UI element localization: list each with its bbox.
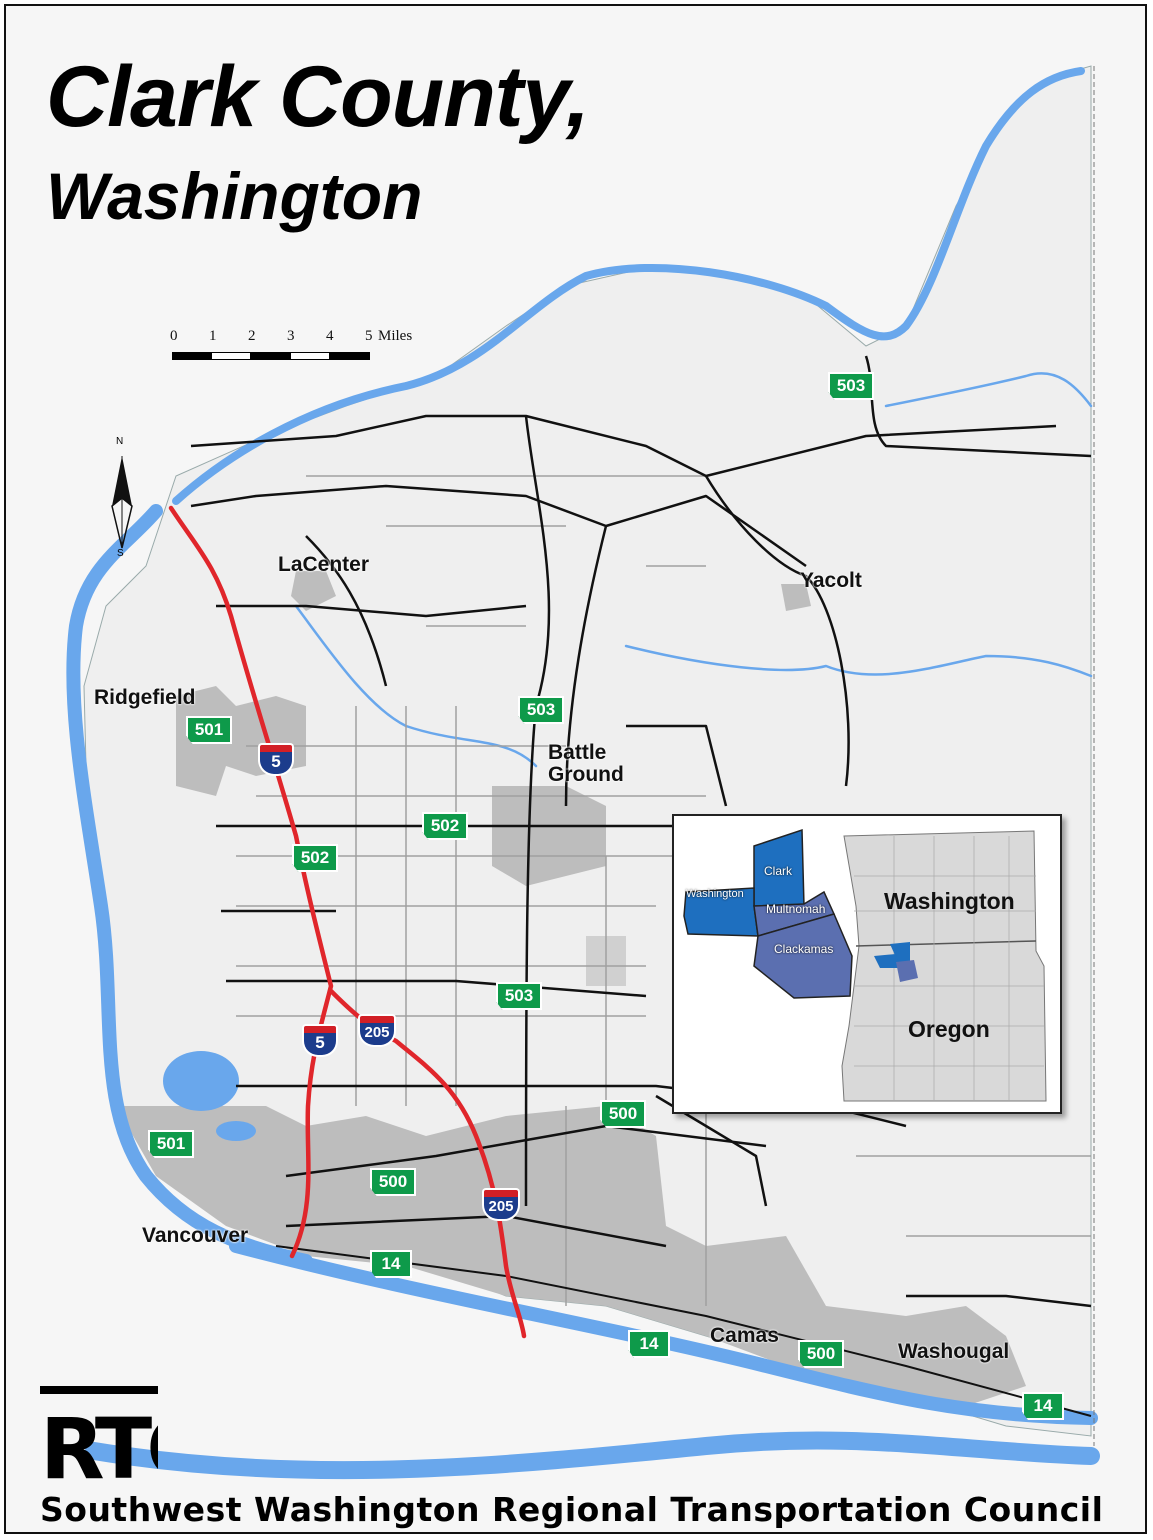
sr-502-shield: 502 xyxy=(422,812,468,840)
inset-state-oregon: Oregon xyxy=(908,1016,990,1042)
sr-501-shield: 501 xyxy=(148,1130,194,1158)
place-yacolt: Yacolt xyxy=(800,569,862,592)
i205-shield: 205 xyxy=(358,1014,396,1047)
i5-shield: 5 xyxy=(302,1024,338,1057)
north-arrow-icon: N S xyxy=(102,436,142,562)
shillapoo-lake xyxy=(216,1121,256,1141)
scale-tick: 0 xyxy=(170,328,178,344)
inset-state-washington: Washington xyxy=(884,888,1015,914)
waterways xyxy=(66,67,1100,1480)
sr-14-shield: 14 xyxy=(1022,1392,1064,1420)
scale-tick: 3 xyxy=(287,328,295,344)
scale-tick: 5 xyxy=(365,328,373,344)
place-battle-ground: Battle Ground xyxy=(548,741,624,786)
organization-name: Southwest Washington Regional Transporta… xyxy=(40,1490,1104,1529)
scale-tick: 2 xyxy=(248,328,256,344)
rtc-logo-text: RTC xyxy=(40,1400,158,1482)
minor-roads xyxy=(236,475,1091,1306)
map-frame: Clark County, Washington 0 1 2 3 4 5 Mil… xyxy=(4,4,1147,1534)
sr-503-shield: 503 xyxy=(496,982,542,1010)
south-label: S xyxy=(117,548,124,559)
place-ridgefield: Ridgefield xyxy=(94,686,196,709)
sr-14-shield: 14 xyxy=(370,1250,412,1278)
scale-bar-graphic xyxy=(172,352,370,360)
sr-503-shield: 503 xyxy=(518,696,564,724)
inset-map xyxy=(683,828,1047,1102)
sr-501-shield: 501 xyxy=(186,716,232,744)
sr-503-shield: 503 xyxy=(828,372,874,400)
sr-500-shield: 500 xyxy=(370,1168,416,1196)
north-label: N xyxy=(116,436,124,447)
scale-unit: Miles xyxy=(378,328,413,344)
place-vancouver: Vancouver xyxy=(142,1224,249,1247)
map-title: Clark County, xyxy=(46,49,590,145)
scale-tick: 4 xyxy=(326,328,334,344)
place-camas: Camas xyxy=(710,1324,779,1347)
inset-county-washington: Washington xyxy=(686,888,744,900)
place-washougal: Washougal xyxy=(898,1340,1010,1363)
sr-500-shield: 500 xyxy=(600,1100,646,1128)
rtc-logo: RTC xyxy=(40,1386,209,1498)
sr-500-shield: 500 xyxy=(798,1340,844,1368)
place-lacenter: LaCenter xyxy=(278,553,370,576)
i5-shield: 5 xyxy=(258,743,294,776)
map-subtitle: Washington xyxy=(46,159,423,233)
sr-502-shield: 502 xyxy=(292,844,338,872)
i205-shield: 205 xyxy=(482,1188,520,1221)
scale-tick: 1 xyxy=(209,328,217,344)
inset-county-clackamas: Clackamas xyxy=(774,942,834,956)
vancouver-lake xyxy=(163,1051,239,1111)
sr-14-shield: 14 xyxy=(628,1330,670,1358)
locator-inset: Clark Washington Multnomah Clackamas Was… xyxy=(672,814,1062,1114)
inset-county-multnomah: Multnomah xyxy=(766,902,826,916)
scale-bar: 0 1 2 3 4 5 Miles xyxy=(170,328,432,368)
inset-county-clark: Clark xyxy=(764,864,793,878)
